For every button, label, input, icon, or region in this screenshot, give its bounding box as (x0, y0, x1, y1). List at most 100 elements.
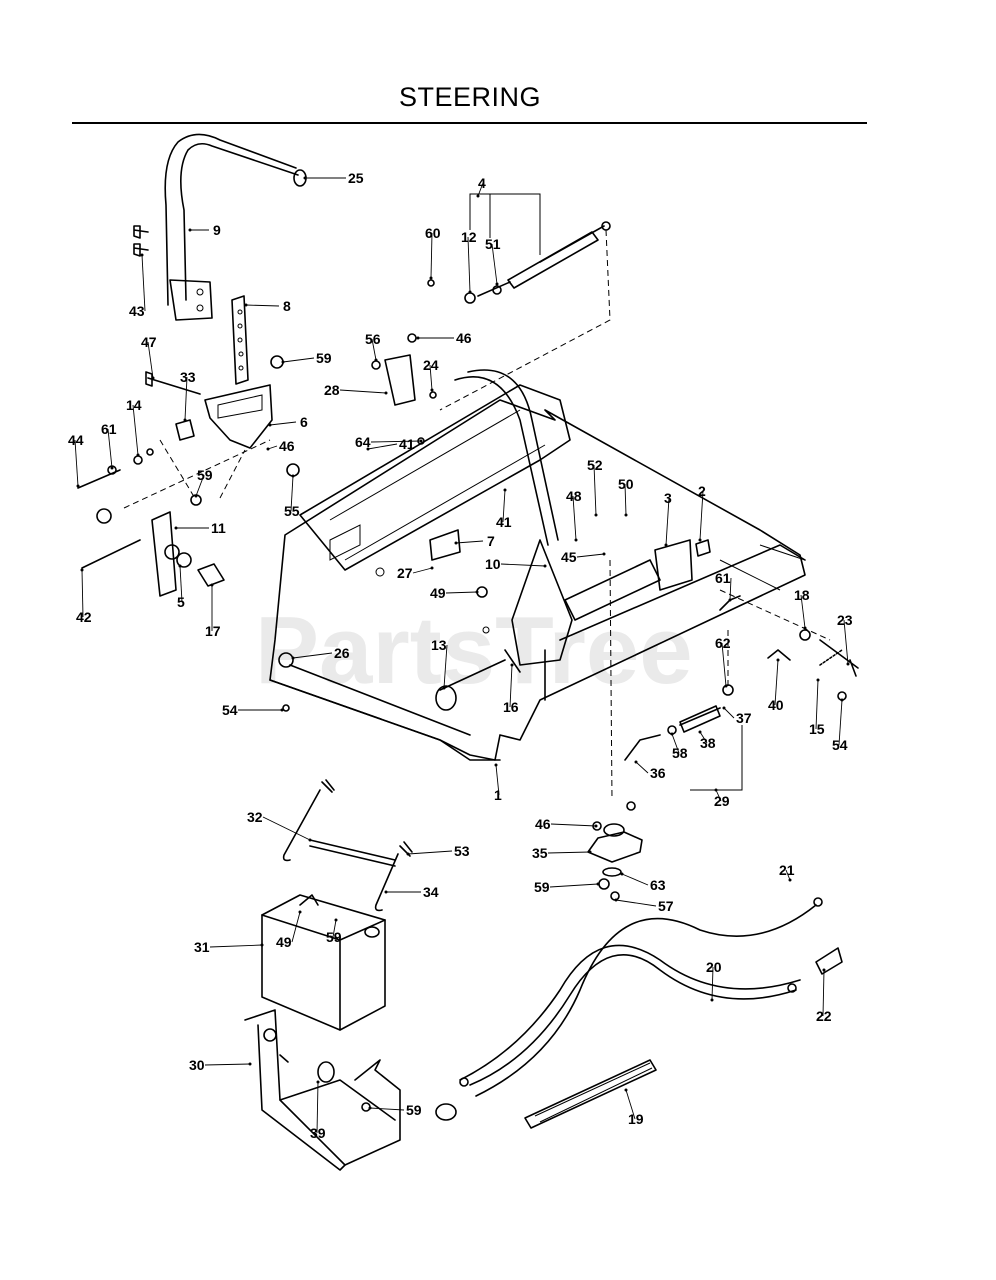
callout-label-12: 12 (461, 229, 477, 245)
callout-leader (729, 577, 732, 601)
callout-dot (110, 466, 114, 470)
washer-stack-left (77, 448, 154, 489)
callout-dot (468, 290, 472, 294)
callout-label-31: 31 (194, 939, 210, 955)
callout-label-19: 19 (628, 1111, 644, 1127)
callout-leader (412, 567, 433, 574)
callout-leader (671, 733, 680, 754)
callout-leader (711, 966, 714, 1001)
callout-dot (308, 838, 312, 842)
callout-leader (721, 642, 727, 687)
callout-label-37: 37 (736, 710, 752, 726)
callout-leader (332, 919, 337, 938)
callout-leader (624, 483, 627, 516)
callout-dot (543, 564, 547, 568)
callout-leader (774, 659, 779, 706)
callout-leader (800, 594, 806, 629)
cable-conduit (524, 1059, 657, 1129)
callout-leader (625, 1089, 636, 1120)
callout-leader (184, 376, 188, 421)
callout-dot (442, 686, 446, 690)
callout-dot (614, 898, 618, 902)
callout-leader (621, 873, 649, 886)
callout-dot (430, 566, 434, 570)
callout-label-44: 44 (68, 432, 84, 448)
callout-leader (269, 421, 297, 426)
callout-dot (248, 1062, 252, 1066)
callout-dot (494, 763, 498, 767)
callout-label-3: 3 (664, 490, 672, 506)
callout-leader (147, 341, 154, 379)
callout-dot (374, 358, 378, 362)
callout-dot (268, 423, 272, 427)
callout-label-59: 59 (197, 467, 213, 483)
callout-label-39: 39 (310, 1125, 326, 1141)
callout-label-6: 6 (300, 414, 308, 430)
callout-dot (475, 590, 479, 594)
callout-leader (407, 850, 453, 855)
callout-label-62: 62 (715, 635, 731, 651)
callout-label-25: 25 (348, 170, 364, 186)
callout-leader (699, 490, 704, 541)
callout-leader (467, 236, 471, 293)
callout-dot (76, 484, 80, 488)
callout-leader (290, 475, 294, 512)
callout-label-51: 51 (485, 236, 501, 252)
callout-label-46: 46 (279, 438, 295, 454)
callout-label-33: 33 (180, 369, 196, 385)
rear-linkage (282, 595, 859, 712)
callout-label-7: 7 (487, 533, 495, 549)
callout-label-8: 8 (283, 298, 291, 314)
callout-leader (815, 679, 819, 730)
callout-dot (136, 453, 140, 457)
callout-dot (151, 376, 155, 380)
callout-dot (80, 568, 84, 572)
callout-label-47: 47 (141, 334, 157, 350)
callout-dot (728, 598, 732, 602)
mount-bracket (204, 355, 300, 477)
drag-link (624, 705, 721, 761)
callout-dot (503, 488, 507, 492)
callout-dot (429, 276, 433, 280)
top-bracket (371, 333, 437, 445)
callout-leader (665, 497, 670, 546)
callout-dot (140, 253, 144, 257)
callout-dot (384, 391, 388, 395)
callout-dot (510, 663, 514, 667)
callout-leader (576, 553, 605, 558)
callout-dot (816, 678, 820, 682)
callout-leader (179, 565, 183, 603)
callout-leader (715, 789, 722, 802)
callout-leader (74, 439, 79, 487)
callout-dot (178, 564, 182, 568)
callout-label-48: 48 (566, 488, 582, 504)
callout-dot (334, 918, 338, 922)
callout-dot (368, 1106, 372, 1110)
callout-label-46: 46 (535, 816, 551, 832)
callout-label-55: 55 (284, 503, 300, 519)
callout-leader (593, 464, 597, 516)
callout-dot (266, 447, 270, 451)
callout-leader (550, 823, 597, 827)
callout-label-2: 2 (698, 483, 706, 499)
callout-dot (430, 388, 434, 392)
callout-leader (785, 869, 791, 881)
callout-dot (194, 494, 198, 498)
callout-label-15: 15 (809, 721, 825, 737)
assembly-lines-spring (439, 229, 611, 411)
callout-label-18: 18 (794, 587, 810, 603)
callout-label-36: 36 (650, 765, 666, 781)
callout-leader (209, 944, 263, 948)
callout-label-57: 57 (658, 898, 674, 914)
assembly-lines-rear (609, 559, 831, 801)
callout-label-54: 54 (832, 737, 848, 753)
gas-spring (427, 221, 611, 304)
assembly-lines-left (123, 439, 271, 509)
callout-dot (183, 418, 187, 422)
callout-label-53: 53 (454, 843, 470, 859)
callout-label-43: 43 (129, 303, 145, 319)
pivot-arm (81, 494, 225, 597)
callout-leader (195, 474, 205, 497)
callout-label-17: 17 (205, 623, 221, 639)
